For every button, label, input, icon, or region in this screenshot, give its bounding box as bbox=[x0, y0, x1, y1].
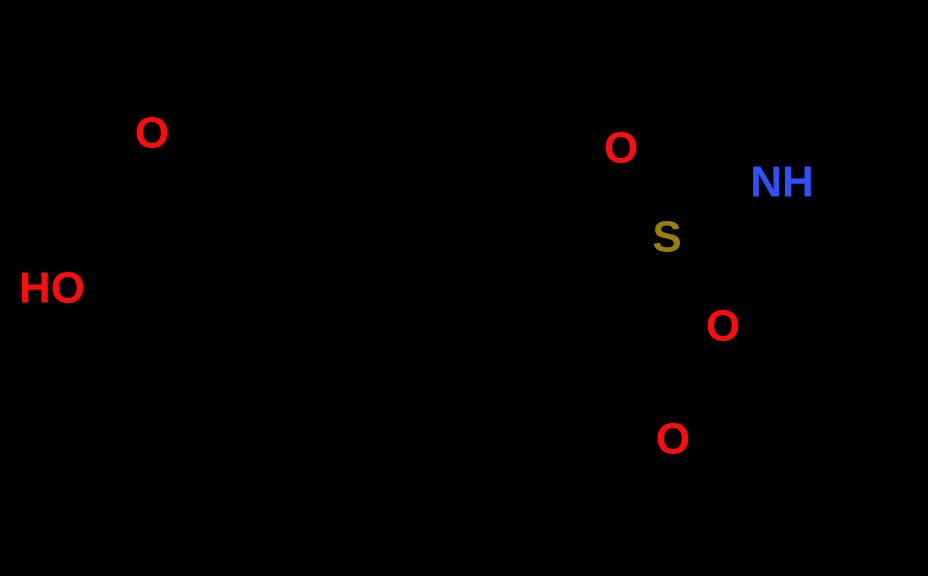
bond-line bbox=[431, 332, 568, 439]
bond-line bbox=[218, 208, 265, 390]
bond-line bbox=[130, 163, 155, 247]
bond-line bbox=[809, 175, 883, 218]
bond bbox=[395, 140, 553, 202]
bond bbox=[218, 205, 278, 390]
atom-label-nh: NH bbox=[750, 158, 814, 207]
bond bbox=[809, 175, 883, 218]
atom-label-s: S bbox=[652, 213, 681, 262]
bond-layer bbox=[89, 140, 883, 445]
bond bbox=[657, 372, 681, 415]
bond bbox=[422, 321, 568, 439]
bond bbox=[675, 254, 725, 308]
bond-line bbox=[686, 254, 725, 299]
bond bbox=[89, 242, 143, 286]
bond-line bbox=[225, 147, 403, 213]
bond-line bbox=[231, 205, 278, 387]
bond-line bbox=[697, 417, 793, 445]
bond-line bbox=[545, 189, 648, 225]
bond bbox=[130, 163, 168, 250]
bond bbox=[137, 207, 231, 248]
bond-line bbox=[422, 321, 559, 428]
bond bbox=[697, 417, 793, 445]
bond-line bbox=[137, 207, 231, 248]
atom-label-o: O bbox=[135, 109, 169, 158]
bond bbox=[265, 382, 433, 433]
bond-line bbox=[545, 189, 563, 333]
atom-label-o: O bbox=[656, 415, 690, 464]
bond-line bbox=[89, 242, 143, 286]
atom-label-o: O bbox=[604, 124, 638, 173]
bond-line bbox=[616, 177, 650, 222]
bond-line bbox=[395, 153, 550, 202]
bond-line bbox=[265, 382, 433, 433]
bond-line bbox=[143, 166, 168, 250]
atom-label-o: O bbox=[706, 302, 740, 351]
bond bbox=[545, 189, 563, 333]
bond bbox=[687, 189, 755, 225]
bond-line bbox=[687, 189, 755, 225]
bond-line bbox=[675, 263, 714, 308]
bond-line bbox=[657, 372, 681, 415]
bond-line bbox=[627, 168, 661, 213]
atom-label-oh: HO bbox=[19, 264, 85, 313]
bond bbox=[225, 147, 403, 213]
bond bbox=[545, 189, 648, 225]
bond-line bbox=[398, 140, 553, 189]
bond bbox=[616, 168, 661, 222]
